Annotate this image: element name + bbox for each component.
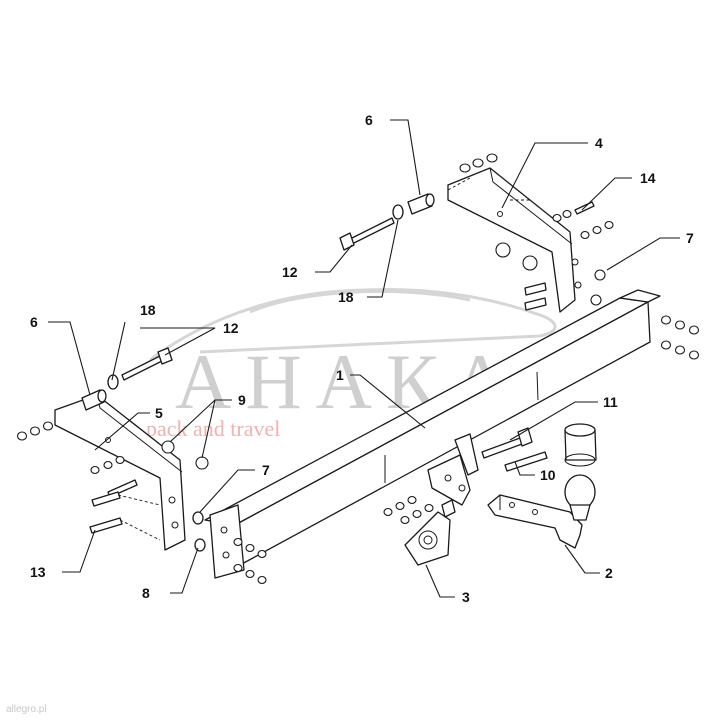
callout-9: 9 (238, 392, 246, 408)
part-3-fasteners (383, 495, 434, 525)
tow-ball-cover (564, 423, 597, 467)
part-12-bolt-upper (339, 217, 395, 251)
callout-12-left: 12 (223, 320, 239, 336)
part-5-fasteners (16, 421, 209, 541)
callout-2: 2 (605, 565, 613, 581)
part-8-washer (194, 538, 206, 552)
part-4-right-bracket (447, 167, 582, 313)
callout-7-right: 7 (686, 230, 694, 246)
callout-18-upper: 18 (338, 289, 354, 305)
callout-6-upper: 6 (365, 112, 373, 128)
callout-11: 11 (603, 394, 618, 410)
callout-labels: 6 4 14 7 12 18 6 18 12 1 5 9 11 7 10 13 … (30, 112, 694, 605)
part-12-bolt-left (121, 347, 173, 381)
callout-4: 4 (595, 135, 603, 151)
ball-mount-bracket (427, 433, 479, 506)
part-2-tow-ball-arm (487, 474, 596, 549)
part-7-end-plate (209, 504, 245, 579)
watermark-tagline: pack and travel (146, 416, 280, 441)
part-10-bolt (504, 451, 548, 472)
watermark: АНАКА pack and travel (146, 288, 557, 441)
part-18-washer-upper (392, 204, 404, 220)
callout-7-left: 7 (262, 462, 270, 478)
part-4-fasteners (459, 153, 700, 360)
callout-8: 8 (142, 585, 150, 601)
watermark-credit: allegro.pl (6, 704, 47, 715)
callout-13: 13 (30, 564, 46, 580)
callout-5: 5 (155, 405, 163, 421)
callout-18-left: 18 (140, 302, 156, 318)
part-7-fasteners (233, 537, 267, 585)
part-7-washer-left (192, 511, 204, 525)
part-6-spacer-left (81, 389, 107, 411)
part-1-crossbar (204, 289, 661, 566)
part-11-bolt (481, 427, 533, 459)
callout-10: 10 (540, 467, 556, 483)
callout-14: 14 (640, 170, 656, 186)
callout-3: 3 (462, 589, 470, 605)
part-6-spacer-upper (407, 193, 435, 215)
callout-6-left: 6 (30, 314, 38, 330)
watermark-car-outline (149, 288, 557, 362)
callout-12-upper: 12 (282, 264, 298, 280)
part-5-left-bracket (54, 394, 186, 551)
part-3-socket-plate (404, 499, 456, 566)
leader-lines (48, 119, 680, 598)
callout-1: 1 (336, 367, 344, 383)
watermark-car-roof (249, 289, 471, 314)
